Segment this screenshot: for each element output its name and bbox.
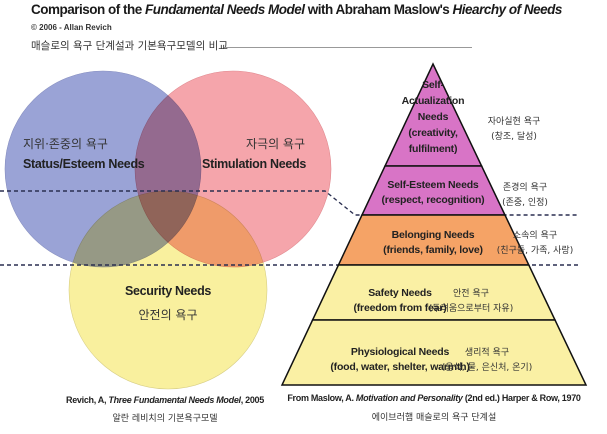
status-label-en: Status/Esteem Needs [23, 157, 145, 171]
pyramid-caption-ko: 에이브러햄 매슬로의 욕구 단계설 [372, 411, 497, 423]
stimulation-label-en: Stimulation Needs [202, 157, 306, 171]
pyramid-label-ko-belonging: 소속의 욕구 [513, 230, 557, 241]
diagram-title: Comparison of the Fundamental Needs Mode… [31, 2, 562, 17]
pyramid-label-ko-safety: (두려움으로부터 자유) [429, 303, 513, 314]
title-part: Comparison of the [31, 2, 146, 17]
copyright-notice: © 2006 - Allan Revich [31, 23, 112, 32]
pyramid-label-self-actualization: fulfilment) [409, 143, 458, 155]
pyramid-label-belonging: (friends, family, love) [383, 244, 483, 256]
pyramid-label-ko-safety: 안전 욕구 [453, 288, 489, 299]
pyramid-level-physiological [280, 319, 588, 386]
title-part: with Abraham Maslow's [304, 2, 453, 17]
citation-part: , 2005 [241, 395, 265, 405]
pyramid-label-self-actualization: Actualization [402, 95, 465, 107]
pyramid-label-self-actualization: Needs [418, 111, 449, 123]
citation-part: Three Fundamental Needs Model [108, 395, 241, 405]
dashed-divider-upper [0, 190, 578, 216]
security-label-en: Security Needs [125, 284, 211, 298]
pyramid-label-safety: (freedom from fear) [353, 302, 446, 314]
pyramid-label-ko-physiological: (음식, 물, 은신처, 온기) [442, 361, 532, 373]
fundamental-needs-venn [4, 70, 332, 390]
pyramid-label-belonging: Belonging Needs [392, 229, 475, 241]
pyramid-citation: From Maslow, A. Motivation and Personali… [287, 393, 581, 403]
korean-subtitle: 매슬로의 욕구 단계설과 기본욕구모델의 비교 [31, 40, 228, 52]
citation-part: From Maslow, A. [287, 393, 356, 403]
pyramid-label-safety: Safety Needs [368, 287, 432, 299]
title-part: Hiearchy of Needs [452, 2, 563, 17]
pyramid-label-self-esteem: Self-Esteem Needs [387, 179, 479, 191]
status-label-ko: 지위·존중의 욕구 [23, 137, 108, 151]
subtitle-divider [224, 47, 472, 48]
pyramid-label-ko-belonging: (친구들, 가족, 사랑) [497, 244, 573, 256]
pyramid-label-ko-self-esteem: 존경의 욕구 [503, 181, 547, 193]
citation-part: Revich, A, [66, 395, 108, 405]
venn-caption-ko: 알란 레비치의 기본욕구모델 [112, 412, 217, 424]
pyramid-label-ko-self-actualization: 자아실현 욕구 [488, 116, 541, 127]
citation-part: Motivation and Personality [356, 393, 464, 403]
citation-part: (2nd ed.) Harper & Row, 1970 [463, 393, 581, 403]
pyramid-label-ko-physiological: 생리적 욕구 [465, 346, 509, 358]
pyramid-label-self-esteem: (respect, recognition) [382, 194, 485, 206]
pyramid-label-physiological: Physiological Needs [351, 346, 450, 358]
pyramid-label-physiological: (food, water, shelter, warmth) [330, 361, 469, 373]
security-label-ko: 안전의 욕구 [138, 308, 197, 322]
pyramid-label-ko-self-esteem: (존중, 인정) [502, 197, 548, 208]
pyramid-label-ko-self-actualization: (창조, 달성) [491, 130, 537, 142]
stimulation-label-ko: 자극의 욕구 [246, 137, 305, 151]
pyramid-label-self-actualization: Self- [422, 79, 444, 91]
title-part: Fundamental Needs Model [145, 2, 305, 17]
venn-citation: Revich, A, Three Fundamental Needs Model… [66, 395, 264, 405]
pyramid-label-self-actualization: (creativity, [408, 127, 458, 139]
